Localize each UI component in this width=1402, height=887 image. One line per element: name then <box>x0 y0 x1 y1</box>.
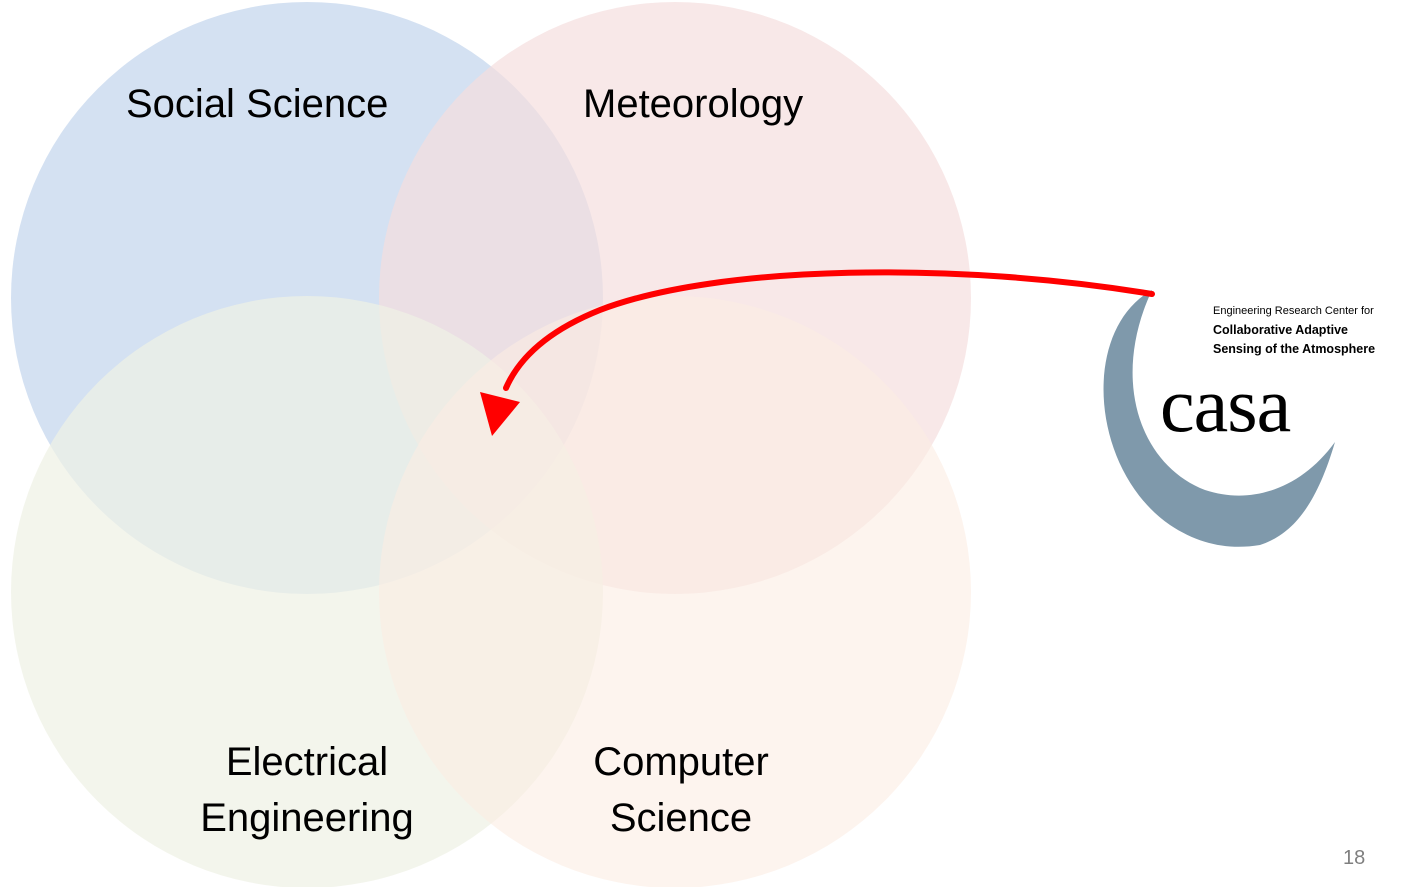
logo-line-1: Engineering Research Center for <box>1213 305 1374 317</box>
red-arrow <box>480 269 1155 436</box>
casa-logo-tagline: Engineering Research Center for Collabor… <box>1213 302 1375 359</box>
label-computer-science: Computer Science <box>593 740 769 840</box>
logo-line-2: Collaborative Adaptive <box>1213 323 1348 337</box>
casa-logo-wordmark: casa <box>1160 361 1291 448</box>
arrow-head <box>480 392 520 436</box>
circle-computer-science <box>379 296 971 887</box>
arrow-curve <box>503 269 1155 391</box>
casa-logo-swoosh <box>1103 290 1335 547</box>
logo-line-3: Sensing of the Atmosphere <box>1213 342 1376 356</box>
page-number: 18 <box>1343 847 1366 869</box>
logo-swoosh-shape <box>1103 290 1335 547</box>
label-meteorology: Meteorology <box>583 82 804 126</box>
label-social-science: Social Science <box>126 82 389 126</box>
label-electrical-engineering: Electrical Engineering <box>200 740 414 840</box>
